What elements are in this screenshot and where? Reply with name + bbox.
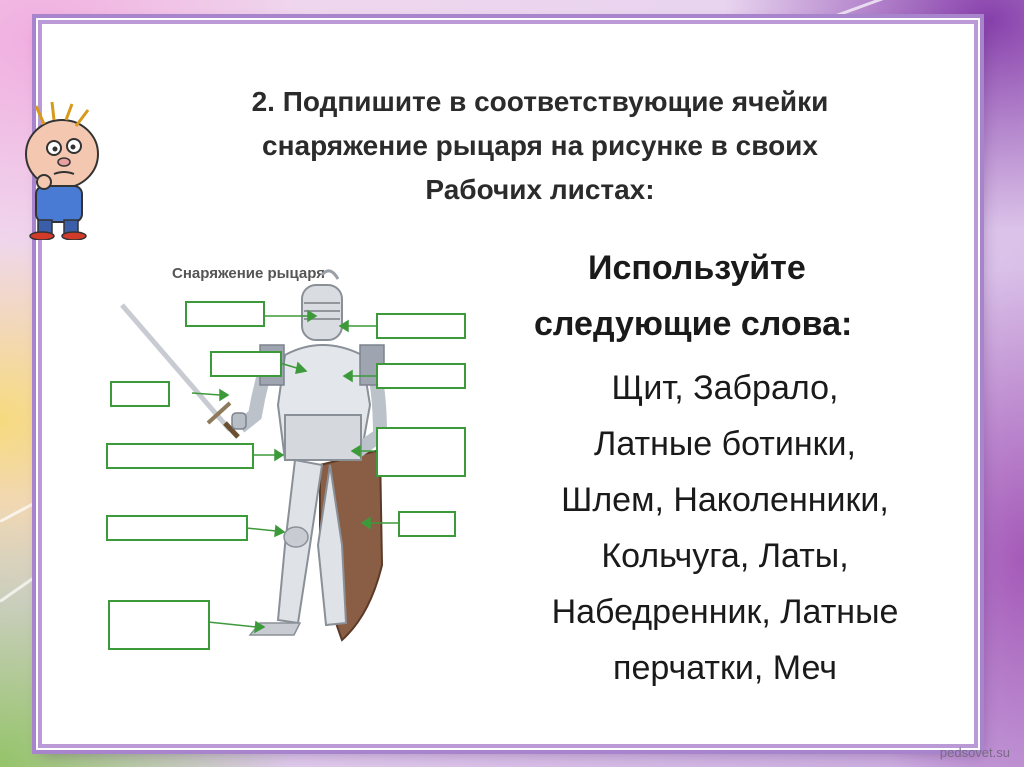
task-title-line: снаряжение рыцаря на рисунке в своих <box>262 130 818 161</box>
word-bank-heading-line: Используйте <box>588 249 806 287</box>
word-bank-list: Щит, Забрало, Латные ботинки, Шлем, Нако… <box>490 360 960 696</box>
label-box[interactable] <box>108 600 210 650</box>
task-title-line: Рабочих листах: <box>425 174 655 205</box>
figure-title: Снаряжение рыцаря <box>172 265 325 282</box>
word-bank-line: Щит, Забрало, <box>611 369 839 407</box>
sword-blade <box>120 303 232 432</box>
word-bank-line: перчатки, Меч <box>613 649 837 687</box>
word-bank-heading: Используйте следующие слова: <box>500 240 940 352</box>
label-box[interactable] <box>106 515 248 541</box>
knight-figure-panel: Снаряжение рыцаря <box>80 245 480 655</box>
task-title-line: 2. Подпишите в соответствующие ячейки <box>251 86 829 117</box>
word-bank-heading-line: следующие слова: <box>534 305 853 343</box>
label-box[interactable] <box>106 443 254 469</box>
right-leg-armor <box>316 464 348 627</box>
label-box[interactable] <box>376 363 466 389</box>
sword-guard <box>206 401 232 425</box>
label-box[interactable] <box>110 381 170 407</box>
word-bank-line: Латные ботинки, <box>594 425 856 463</box>
thinking-boy-illustration <box>25 101 99 240</box>
label-box[interactable] <box>376 427 466 477</box>
label-box[interactable] <box>210 351 282 377</box>
site-watermark: pedsovet.su <box>939 745 1010 760</box>
sword-grip <box>223 421 240 439</box>
label-box[interactable] <box>376 313 466 339</box>
task-title: 2. Подпишите в соответствующие ячейки сн… <box>160 80 920 212</box>
label-box[interactable] <box>185 301 265 327</box>
word-bank-line: Кольчуга, Латы, <box>601 537 849 575</box>
word-bank-line: Шлем, Наколенники, <box>561 481 889 519</box>
helmet-shape <box>301 284 343 341</box>
word-bank-line: Набедренник, Латные <box>551 593 899 631</box>
label-box[interactable] <box>398 511 456 537</box>
